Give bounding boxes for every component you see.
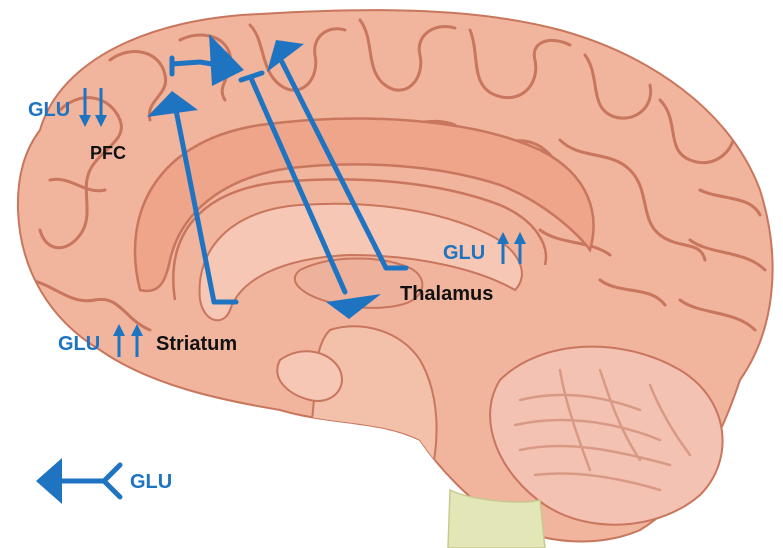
legend: GLU [36, 458, 172, 504]
striatum-label: Striatum [156, 333, 237, 355]
legend-glu-label: GLU [130, 471, 172, 493]
striatum-glu-label: GLU [58, 333, 100, 355]
pfc-glu-label: GLU [28, 99, 70, 121]
pfc-label: PFC [90, 143, 126, 163]
thalamus-glu-label: GLU [443, 242, 485, 264]
glutamatergic-arrow-icon [36, 458, 120, 504]
thalamus-label: Thalamus [400, 283, 493, 305]
